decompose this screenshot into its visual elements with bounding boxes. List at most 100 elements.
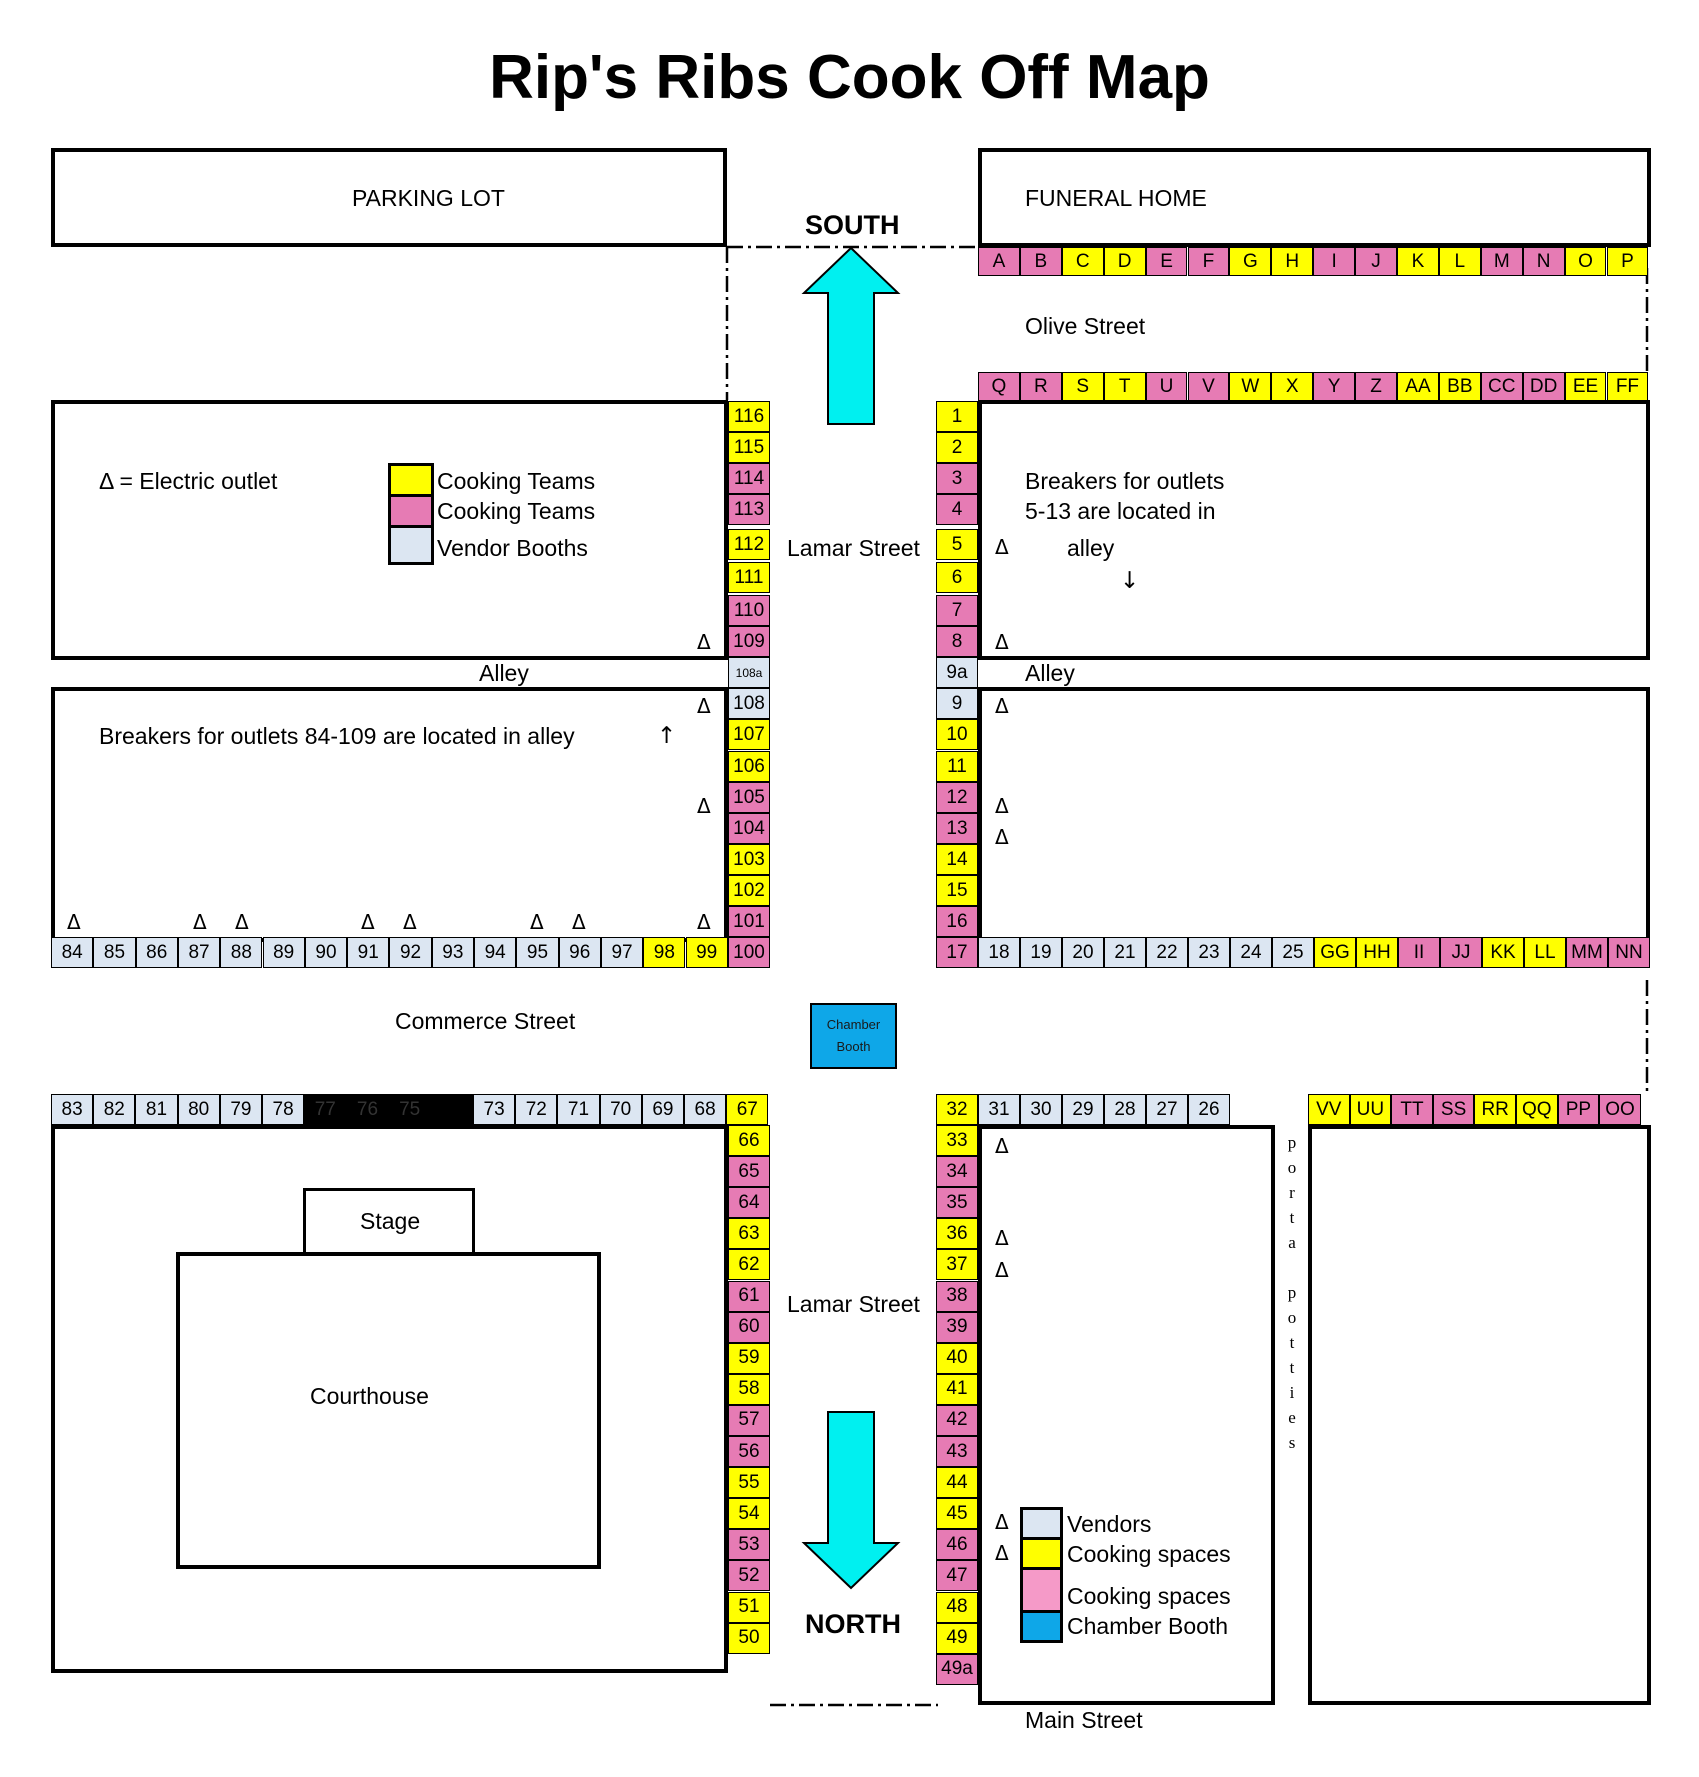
booth-W: W [1229,372,1272,401]
porta-potties-letter: r [1289,1183,1295,1202]
breakers-note-right-2: 5-13 are located in [1025,498,1216,524]
booth-97: 97 [600,937,644,968]
electric-outlet-icon: Δ [572,910,586,934]
booth-48: 48 [936,1591,978,1623]
booth-17: 17 [936,937,978,968]
booth-54: 54 [728,1498,770,1530]
legend-swatch-yellow [388,463,434,497]
commerce-street-label: Commerce Street [395,1008,576,1034]
booth-22: 22 [1146,937,1188,968]
booth-103: 103 [728,844,770,875]
breakers-note-left: Breakers for outlets 84-109 are located … [99,723,575,749]
electric-outlet-icon: Δ [995,630,1009,654]
booth-HH: HH [1356,937,1398,968]
booth-58: 58 [728,1373,770,1405]
booth-59: 59 [728,1342,770,1374]
legend2-swatch-pink [1020,1567,1063,1613]
booth-C: C [1061,247,1104,276]
booth-109: 109 [728,626,770,657]
booth-MM: MM [1566,937,1608,968]
porta-potties-letter: p [1287,1133,1297,1152]
booth-43: 43 [936,1436,978,1468]
booth-7: 7 [936,595,978,626]
booth-L: L [1438,247,1481,276]
booth-8: 8 [936,626,978,657]
booth-60: 60 [728,1311,770,1343]
booth-UU: UU [1349,1094,1392,1125]
booth-29: 29 [1062,1094,1104,1125]
booth-111: 111 [728,562,770,593]
electric-outlet-icon: Δ [995,535,1009,559]
booth-NN: NN [1608,937,1650,968]
electric-outlet-icon: Δ [995,1226,1009,1250]
booth-76: 76 [346,1094,389,1125]
booth-3: 3 [936,463,978,494]
porta-potties-letter: t [1289,1333,1295,1352]
lamar-street-label-bottom: Lamar Street [787,1291,920,1317]
porta-potties-letter: e [1288,1408,1296,1427]
booth-68: 68 [684,1094,727,1125]
booth-56: 56 [728,1436,770,1468]
legend-swatch-pink [388,494,434,528]
legend-label-cooking-yellow: Cooking Teams [437,468,596,494]
booth-25: 25 [1272,937,1314,968]
booth-O: O [1564,247,1607,276]
booth-63: 63 [728,1218,770,1250]
booth-52: 52 [728,1560,770,1592]
booth-26: 26 [1188,1094,1230,1125]
booth-K: K [1397,247,1439,276]
booth-T: T [1103,372,1146,401]
chamber-label-2: Booth [836,1039,871,1054]
electric-outlet-icon: Δ [361,910,375,934]
booth-Q: Q [978,372,1020,401]
booth-108: 108 [728,688,770,719]
booth-11: 11 [936,751,978,782]
legend2-label-cooking-yellow: Cooking spaces [1067,1541,1231,1567]
booth-83: 83 [51,1094,94,1125]
electric-outlet-icon: Δ [995,1510,1009,1534]
booth-V: V [1187,372,1230,401]
booth-18: 18 [978,937,1020,968]
booth-101: 101 [728,906,770,937]
booth-80: 80 [177,1094,220,1125]
booth-49: 49 [936,1622,978,1654]
electric-outlet-icon: Δ [697,910,711,934]
electric-outlet-icon: Δ [697,794,711,818]
legend2-label-vendors: Vendors [1067,1511,1152,1537]
booth-115: 115 [728,432,770,463]
booth-14: 14 [936,844,978,875]
courthouse [176,1252,601,1569]
booth-LL: LL [1524,937,1566,968]
stage [303,1188,475,1255]
electric-outlet-icon: Δ [995,794,1009,818]
booth-5: 5 [936,529,978,560]
legend-label-vendor: Vendor Booths [437,535,588,561]
booth-33: 33 [936,1125,978,1157]
booth-28: 28 [1104,1094,1146,1125]
booth-EE: EE [1564,372,1607,401]
block-west-middle [51,687,728,942]
booth-R: R [1019,372,1062,401]
booth-B: B [1019,247,1062,276]
funeral-home-label: FUNERAL HOME [1025,185,1207,211]
booth-70: 70 [599,1094,642,1125]
booth-65: 65 [728,1156,770,1188]
booth-12: 12 [936,782,978,813]
booth-TT: TT [1391,1094,1433,1125]
booth-49a: 49a [936,1653,978,1685]
booth-SS: SS [1432,1094,1475,1125]
booth-88: 88 [220,937,263,968]
electric-outlet-icon: Δ [697,694,711,718]
booth-44: 44 [936,1467,978,1499]
booth-94: 94 [474,937,517,968]
booth-51: 51 [728,1591,770,1623]
booth-20: 20 [1062,937,1104,968]
booth-blank [430,1094,473,1125]
booth-107: 107 [728,719,770,750]
booth-77: 77 [304,1094,347,1125]
booth-64: 64 [728,1187,770,1219]
arrow-up-icon: ↑ [657,723,677,749]
booth-87: 87 [177,937,221,968]
booth-73: 73 [473,1094,516,1125]
booth-84: 84 [51,937,94,968]
